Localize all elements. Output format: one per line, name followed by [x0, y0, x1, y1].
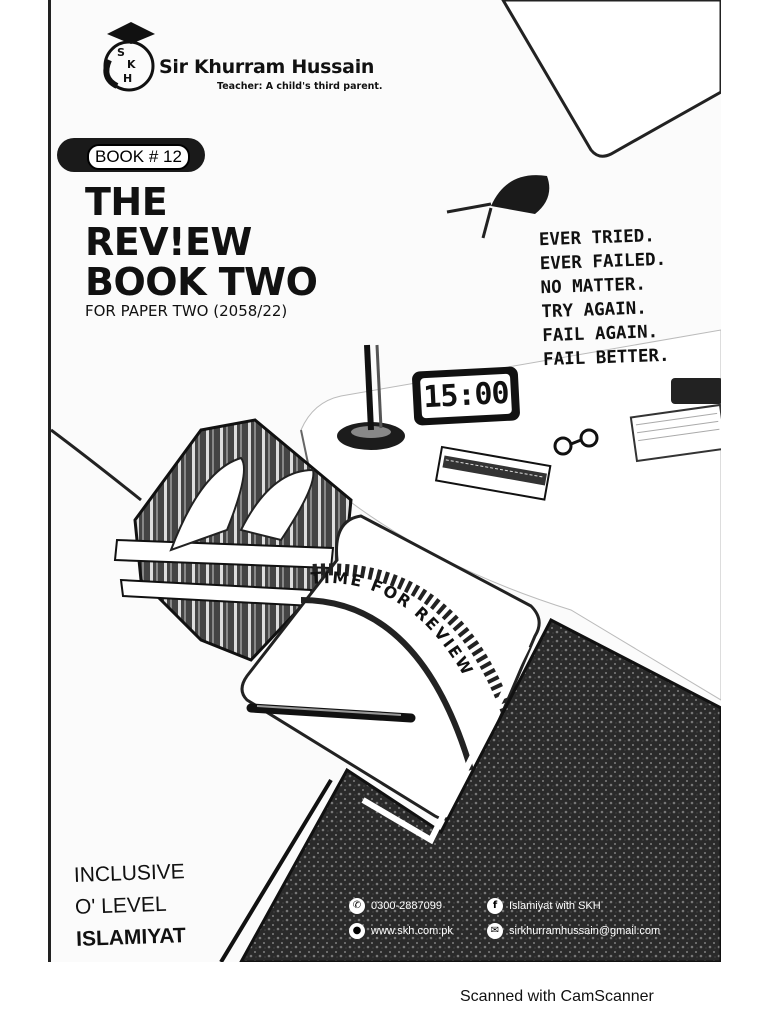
scanner-watermark: Scanned with CamScanner [460, 988, 654, 1005]
contact-facebook: f Islamiyat with SKH [487, 898, 601, 914]
logo-letter-h: H [123, 72, 132, 85]
phone-icon: ✆ [349, 898, 365, 914]
logo-letter-s: S [117, 46, 125, 59]
logo-letter-k: K [127, 58, 136, 71]
brand-name: Sir Khurram Hussain [159, 56, 375, 78]
level-block: INCLUSIVE O' LEVEL ISLAMIYAT [73, 856, 187, 956]
title-line-1: THE [85, 180, 168, 224]
title-line-2: REV!EW [85, 220, 252, 264]
svg-text:TIME FOR REVIEW: TIME FOR REVIEW [310, 568, 478, 680]
mail-icon: ✉ [487, 923, 503, 939]
book-number-label: BOOK # 12 [87, 144, 190, 170]
skh-logo: S K H [103, 22, 155, 92]
level-line-3: ISLAMIYAT [75, 924, 187, 951]
facebook-page: Islamiyat with SKH [509, 900, 601, 912]
website-url: www.skh.com.pk [371, 925, 453, 937]
review-banner: TIME FOR REVIEW [310, 568, 478, 680]
contact-email: ✉ sirkhurramhussain@gmail.com [487, 923, 660, 939]
level-line-1: INCLUSIVE [73, 860, 186, 887]
title-line-3: BOOK TWO [85, 260, 318, 304]
book-subtitle: FOR PAPER TWO (2058/22) [85, 302, 288, 320]
cover-illustration [51, 0, 721, 962]
book-title: THE REV!EW BOOK TWO [85, 180, 318, 304]
review-banner-text: TIME FOR REVIEW [310, 568, 476, 680]
facebook-icon: f [487, 898, 503, 914]
phone-number: 0300-2887099 [371, 900, 442, 912]
brand-tagline: Teacher: A child's third parent. [217, 81, 383, 92]
clock-display: 15:00 [420, 373, 512, 419]
contact-phone: ✆ 0300-2887099 [349, 898, 442, 914]
motto-line: EVER FAILED. [539, 249, 667, 275]
location-icon: ● [349, 923, 365, 939]
contact-website: ● www.skh.com.pk [349, 923, 453, 939]
level-line-2: O' LEVEL [74, 892, 167, 919]
email-address: sirkhurramhussain@gmail.com [509, 925, 661, 937]
book-cover: S K H Sir Khurram Hussain Teacher: A chi… [48, 0, 721, 962]
motto-line: FAIL BETTER. [542, 345, 670, 371]
digital-clock: 15:00 [411, 366, 521, 426]
motto-text: EVER TRIED. EVER FAILED. NO MATTER. TRY … [539, 224, 670, 372]
